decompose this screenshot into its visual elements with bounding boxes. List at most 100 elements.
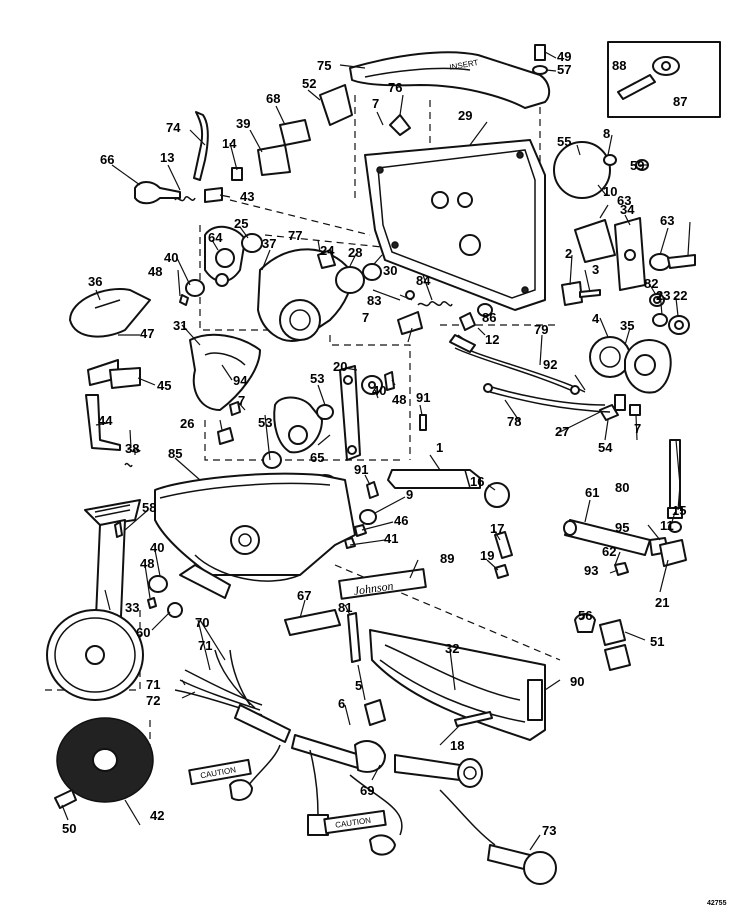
middle-left-components (69, 225, 493, 451)
middle-components (217, 365, 510, 549)
callout-53a: 53 (310, 371, 324, 386)
callout-3: 3 (592, 262, 599, 277)
callout-63a: 63 (617, 193, 631, 208)
callout-89: 89 (440, 551, 454, 566)
callout-42: 42 (150, 808, 164, 823)
callout-19: 19 (480, 548, 494, 563)
brand-label: Johnson (353, 579, 395, 598)
callout-69: 69 (360, 783, 374, 798)
callout-8: 8 (603, 126, 610, 141)
callout-20: 20 (333, 359, 347, 374)
lower-control-box (154, 472, 356, 582)
callout-16: 16 (470, 474, 484, 489)
callout-57: 57 (557, 62, 571, 77)
callout-68: 68 (266, 91, 280, 106)
callout-65: 65 (310, 450, 324, 465)
callout-36: 36 (88, 274, 102, 289)
callout-23: 23 (656, 288, 670, 303)
callout-54: 54 (598, 440, 613, 455)
callout-82: 82 (644, 276, 658, 291)
callout-2: 2 (565, 246, 572, 261)
control-housing (364, 139, 546, 311)
callout-45: 45 (157, 378, 171, 393)
callout-7c: 7 (634, 421, 641, 436)
callout-5: 5 (355, 678, 362, 693)
callout-24: 24 (320, 243, 335, 258)
callout-18: 18 (450, 738, 464, 753)
callout-91a: 91 (416, 390, 430, 405)
callout-92: 92 (543, 357, 557, 372)
callout-88: 88 (612, 58, 626, 73)
callout-64: 64 (208, 230, 223, 245)
callout-26: 26 (180, 416, 194, 431)
callout-62: 62 (602, 544, 616, 559)
callout-61: 61 (585, 485, 599, 500)
callout-7b: 7 (238, 393, 245, 408)
callout-84: 84 (416, 273, 431, 288)
callout-67: 67 (297, 588, 311, 603)
callout-93: 93 (584, 563, 598, 578)
callout-94: 94 (233, 373, 248, 388)
upper-hardware (134, 44, 649, 205)
callout-6: 6 (338, 696, 345, 711)
callout-33: 33 (125, 600, 139, 615)
callout-95: 95 (615, 520, 629, 535)
callout-86: 86 (482, 310, 496, 325)
callout-79: 79 (534, 322, 548, 337)
callout-70: 70 (195, 615, 209, 630)
callout-58: 58 (142, 500, 156, 515)
wire-harness (174, 649, 557, 885)
callout-90: 90 (570, 674, 584, 689)
callout-22: 22 (673, 288, 687, 303)
callout-55: 55 (557, 134, 571, 149)
callout-59: 59 (630, 158, 644, 173)
callout-49: 49 (557, 49, 571, 64)
callout-25: 25 (234, 216, 248, 231)
leader-lines (61, 51, 691, 851)
callout-31: 31 (173, 318, 187, 333)
callout-labels: 1 2 3 4 5 6 7 7 7 7 8 9 10 11 12 13 14 1… (62, 49, 687, 838)
callout-71b: 71 (146, 677, 160, 692)
callout-47: 47 (140, 326, 154, 341)
callout-80: 80 (615, 480, 629, 495)
callout-21: 21 (655, 595, 669, 610)
callout-48a: 48 (148, 264, 162, 279)
callout-40a: 40 (164, 250, 178, 265)
callout-28: 28 (348, 245, 362, 260)
callout-44: 44 (98, 413, 113, 428)
callout-38: 38 (125, 441, 139, 456)
callout-53b: 53 (258, 415, 272, 430)
inset-box (607, 41, 721, 118)
callout-66: 66 (100, 152, 114, 167)
callout-78: 78 (507, 414, 521, 429)
callout-46: 46 (394, 513, 408, 528)
lower-panel (284, 609, 546, 741)
callout-15: 15 (672, 503, 686, 518)
callout-51: 51 (650, 634, 664, 649)
callout-9: 9 (406, 487, 413, 502)
callout-29: 29 (458, 108, 472, 123)
callout-63b: 63 (660, 213, 674, 228)
callout-76: 76 (388, 80, 402, 95)
right-components (561, 217, 696, 421)
callout-40b: 40 (372, 383, 386, 398)
callout-77: 77 (288, 228, 302, 243)
drawing-code: 42755 (707, 900, 727, 907)
callout-40c: 40 (150, 540, 164, 555)
johnson-decal: Johnson (338, 568, 427, 600)
callout-27: 27 (555, 424, 569, 439)
callout-87: 87 (673, 94, 687, 109)
callout-85: 85 (168, 446, 182, 461)
callout-7a: 7 (372, 96, 379, 111)
handle-and-wheel (46, 447, 231, 701)
callout-17: 17 (490, 521, 504, 536)
callout-48b: 48 (392, 392, 406, 407)
callout-75: 75 (317, 58, 331, 73)
callout-10: 10 (603, 184, 617, 199)
callout-35: 35 (620, 318, 634, 333)
callout-30: 30 (383, 263, 397, 278)
caution-labels: CAUTION CAUTION (188, 758, 387, 835)
callout-12: 12 (485, 332, 499, 347)
callout-73: 73 (542, 823, 556, 838)
